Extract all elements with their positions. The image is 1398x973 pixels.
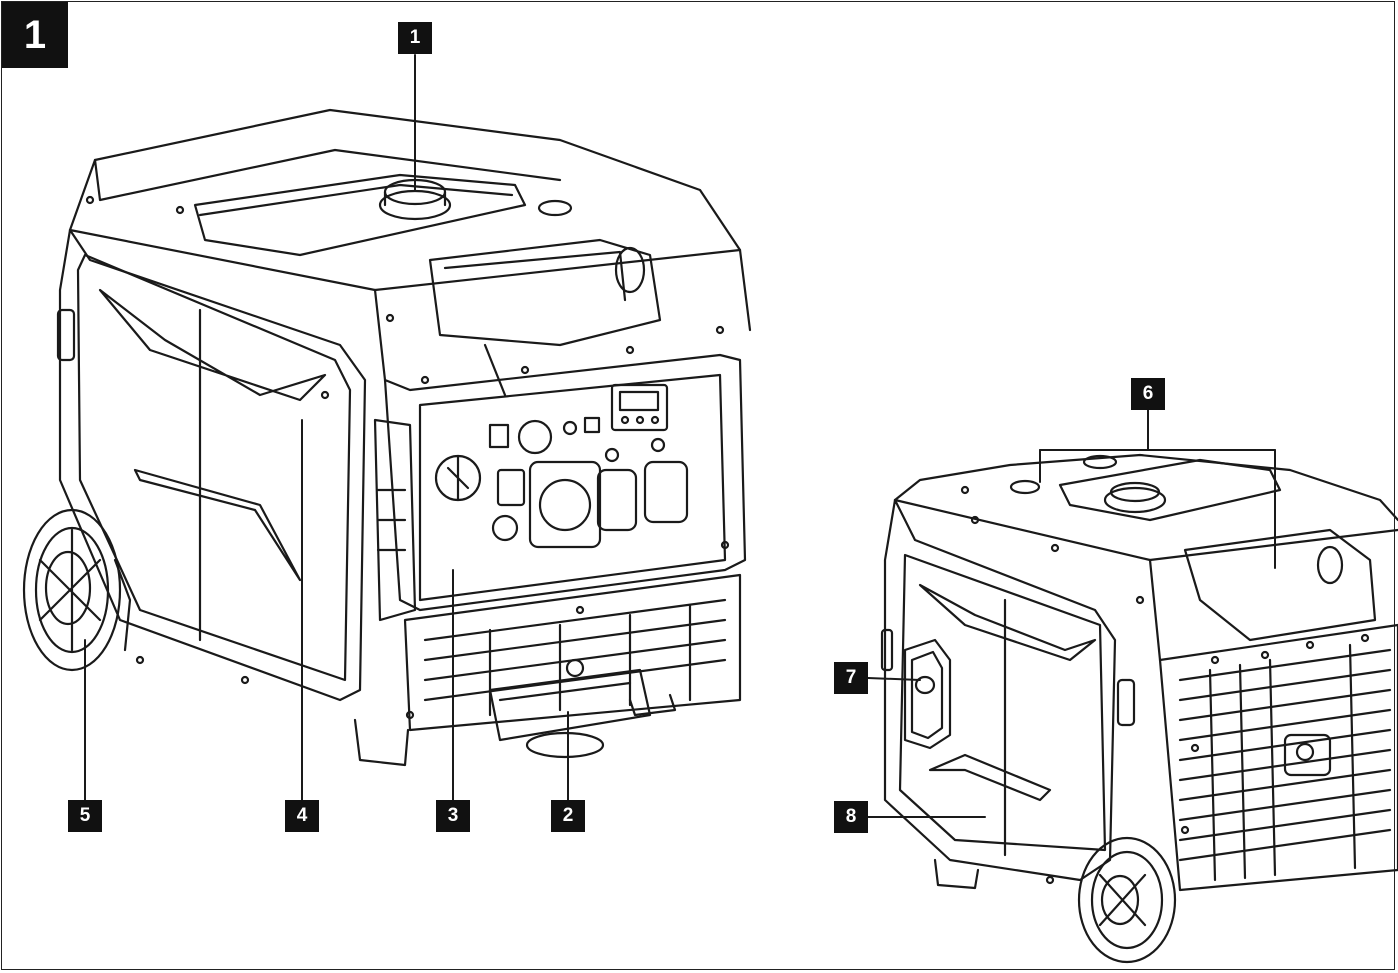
callout-7: 7: [834, 662, 868, 694]
callout-1: 1: [398, 22, 432, 54]
generator-front-view: [22, 108, 752, 767]
generator-rear-view: [880, 453, 1398, 964]
figure-number-badge: 1: [2, 2, 68, 68]
callout-5: 5: [68, 800, 102, 832]
callout-2: 2: [551, 800, 585, 832]
callout-3: 3: [436, 800, 470, 832]
leader-lines: [84, 54, 1276, 818]
callout-4: 4: [285, 800, 319, 832]
callout-6: 6: [1131, 378, 1165, 410]
callout-8: 8: [834, 801, 868, 833]
